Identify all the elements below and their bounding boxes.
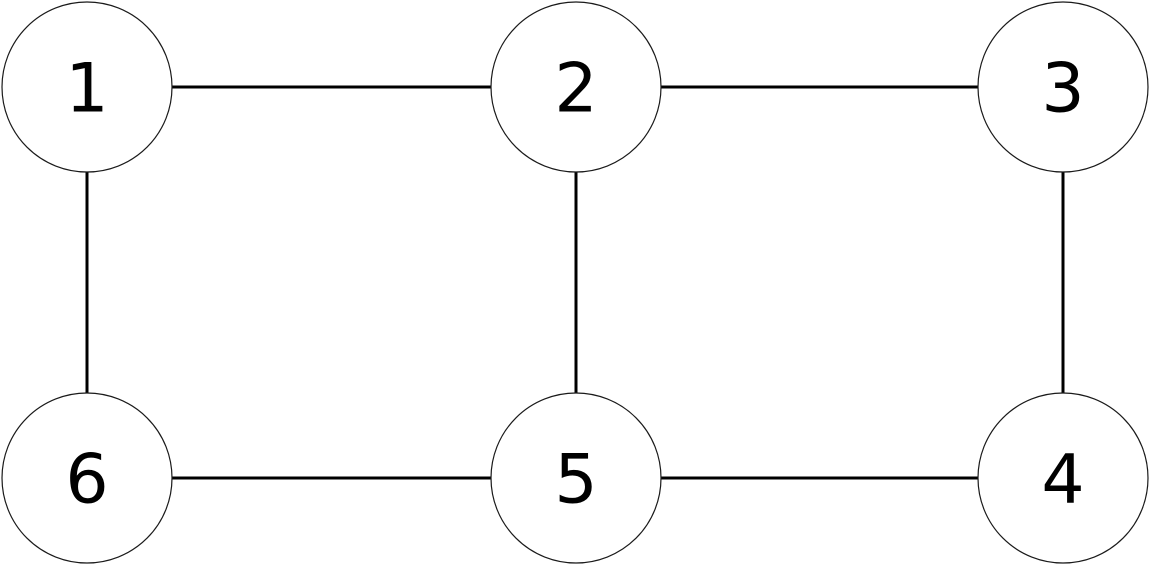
node-1[interactable]: 1 <box>1 1 173 173</box>
node-5-circle[interactable] <box>490 392 662 564</box>
node-6-label: 6 <box>65 441 108 520</box>
node-2[interactable]: 2 <box>490 1 662 173</box>
node-1-label: 1 <box>65 50 108 129</box>
node-2-circle[interactable] <box>490 1 662 173</box>
node-3[interactable]: 3 <box>977 1 1149 173</box>
node-5[interactable]: 5 <box>490 392 662 564</box>
node-3-label: 3 <box>1041 50 1084 129</box>
node-6[interactable]: 6 <box>1 392 173 564</box>
node-6-circle[interactable] <box>1 392 173 564</box>
node-4[interactable]: 4 <box>977 392 1149 564</box>
edge-layer <box>85 85 1065 480</box>
node-1-circle[interactable] <box>1 1 173 173</box>
node-2-label: 2 <box>554 50 597 129</box>
node-3-circle[interactable] <box>977 1 1149 173</box>
node-4-circle[interactable] <box>977 392 1149 564</box>
node-4-label: 4 <box>1041 441 1084 520</box>
node-5-label: 5 <box>554 441 597 520</box>
